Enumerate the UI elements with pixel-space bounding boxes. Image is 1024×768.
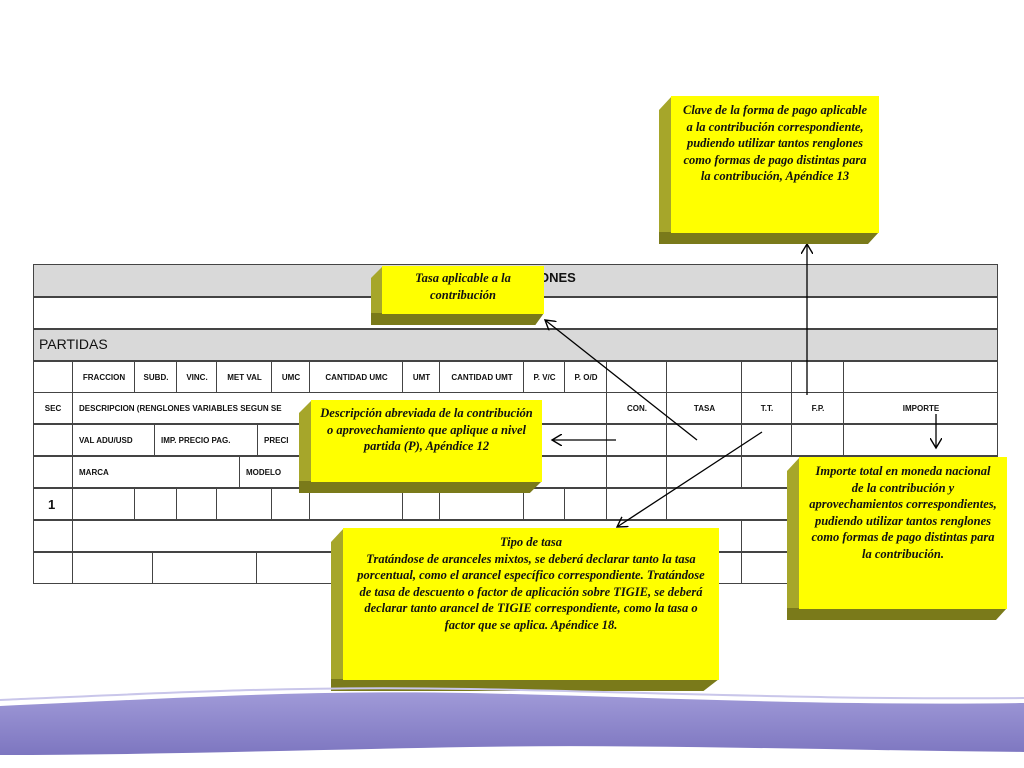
callout-tipo-tasa-body: Tratándose de aranceles mixtos, se deber… xyxy=(357,551,705,632)
row-number: 1 xyxy=(48,496,56,512)
empty-cell xyxy=(564,489,607,519)
modelo-label: MODELO xyxy=(239,457,524,487)
empty-cell xyxy=(606,489,667,519)
col-cantidad-umc: CANTIDAD UMC xyxy=(309,362,403,392)
col-subd: SUBD. xyxy=(134,362,177,392)
empty-cell xyxy=(843,362,998,392)
col-vinc: VINC. xyxy=(176,362,217,392)
form-header-text: ONES xyxy=(539,270,576,285)
col-fraccion: FRACCION xyxy=(72,362,135,392)
empty-cell xyxy=(256,553,607,583)
col-pvc: P. V/C xyxy=(523,362,565,392)
empty-cell xyxy=(176,489,217,519)
col-umc: UMC xyxy=(271,362,310,392)
empty-cell xyxy=(72,553,153,583)
empty-cell xyxy=(741,521,792,551)
precio-label: PRECI xyxy=(257,425,606,455)
empty-cell xyxy=(791,362,844,392)
empty-cell xyxy=(741,553,792,583)
partidas-band: PARTIDAS xyxy=(33,329,998,361)
empty-cell xyxy=(216,489,272,519)
empty-cell xyxy=(309,489,403,519)
empty-cell xyxy=(439,489,524,519)
tt-label: T.T. xyxy=(741,393,792,423)
callout-tipo-tasa-box: Tipo de tasa Tratándose de aranceles mix… xyxy=(343,528,719,680)
col-umt: UMT xyxy=(402,362,440,392)
empty-cell xyxy=(791,425,844,455)
col-met-val: MET VAL xyxy=(216,362,272,392)
empty-cell xyxy=(152,553,257,583)
empty-cell xyxy=(72,489,135,519)
importe-label: IMPORTE xyxy=(843,393,998,423)
callout-tipo-tasa-title: Tipo de tasa xyxy=(499,535,563,549)
callout-importe-total-text: Importe total en moneda nacional de la c… xyxy=(799,457,1007,609)
imp-precio-label: IMP. PRECIO PAG. xyxy=(154,425,257,455)
col-cantidad-umt: CANTIDAD UMT xyxy=(439,362,524,392)
callout-forma-pago-text: Clave de la forma de pago aplicable a la… xyxy=(671,96,879,233)
empty-cell xyxy=(741,362,792,392)
marca-label: MARCA xyxy=(72,457,239,487)
empty-cell xyxy=(606,457,667,487)
sec-label: SEC xyxy=(44,403,62,413)
empty-cell xyxy=(843,425,998,455)
val-adu-label: VAL ADU/USD xyxy=(72,425,154,455)
callout-descripcion-text: Descripción abreviada de la contribución… xyxy=(311,400,542,482)
callout-tasa-aplicable-text: Tasa aplicable a la contribución xyxy=(382,266,544,314)
empty-cell xyxy=(402,489,440,519)
empty-cell xyxy=(271,489,310,519)
descripcion-label: DESCRIPCION (RENGLONES VARIABLES SEGUN S… xyxy=(72,393,606,423)
empty-cell xyxy=(72,521,607,551)
empty-cell xyxy=(134,489,177,519)
empty-cell xyxy=(523,489,565,519)
section-title: PARTIDAS xyxy=(39,336,108,352)
fp-label: F.P. xyxy=(791,393,844,423)
